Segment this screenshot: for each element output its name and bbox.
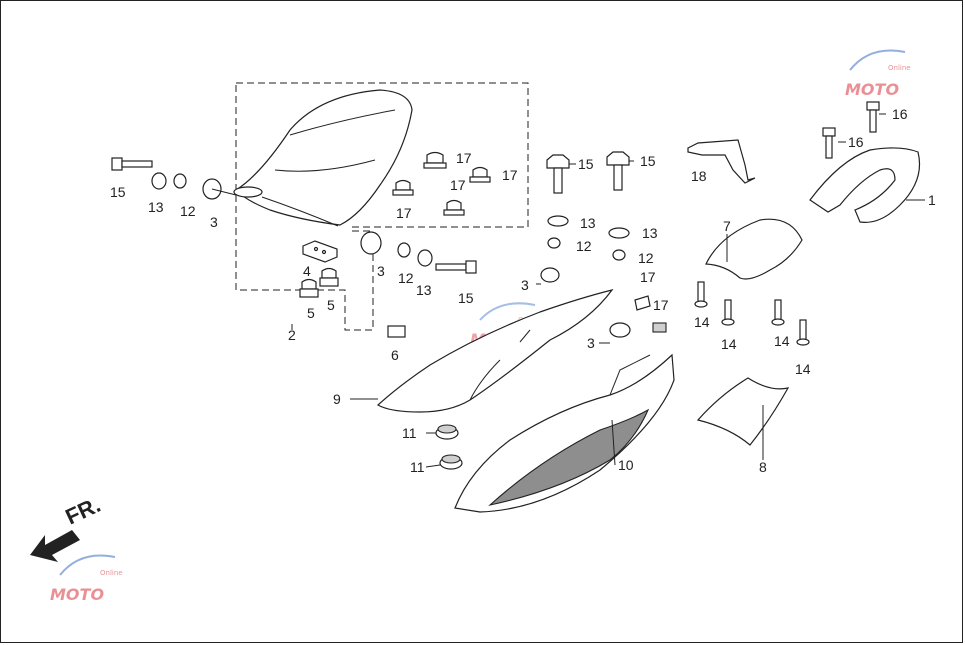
callout-17: 17	[450, 177, 466, 193]
callout-14: 14	[774, 333, 790, 349]
callout-3: 3	[210, 214, 218, 230]
callout-8: 8	[759, 459, 767, 475]
bracket-18	[687, 139, 756, 184]
callout-16: 16	[892, 106, 908, 122]
callout-4: 4	[303, 263, 311, 279]
callout-5: 5	[327, 297, 335, 313]
callout-17: 17	[653, 297, 669, 313]
callout-11: 11	[410, 459, 425, 475]
callout-1: 1	[928, 192, 936, 208]
watermark-text: MOTO	[845, 80, 899, 99]
callout-17: 17	[396, 205, 412, 221]
callout-6: 6	[391, 347, 399, 363]
callout-3: 3	[377, 263, 385, 279]
callout-5: 5	[307, 305, 315, 321]
front-direction-arrow: FR.	[30, 492, 104, 562]
callout-16: 16	[848, 134, 864, 150]
inner-cover-9	[376, 289, 614, 413]
callout-14: 14	[694, 314, 710, 330]
side-cover-10	[454, 353, 675, 513]
callout-17: 17	[456, 150, 472, 166]
callout-13: 13	[148, 199, 164, 215]
watermark-text: MOTO	[50, 585, 104, 604]
callout-15: 15	[458, 290, 474, 306]
callout-15: 15	[578, 156, 594, 172]
callout-2: 2	[288, 327, 296, 343]
grab-rail-1	[809, 147, 921, 223]
leader-lines	[291, 113, 925, 468]
callout-9: 9	[333, 391, 341, 407]
callout-3: 3	[521, 277, 529, 293]
callout-17: 17	[502, 167, 518, 183]
watermark-bottom-left: MOTO Online	[50, 554, 123, 604]
callout-12: 12	[638, 250, 654, 266]
rear-fender-7	[705, 218, 803, 280]
callout-15: 15	[110, 184, 126, 200]
callout-13: 13	[580, 215, 596, 231]
callout-3: 3	[587, 335, 595, 351]
grommets-11	[435, 424, 463, 470]
callout-15: 15	[640, 153, 656, 169]
right-bolt-set	[360, 231, 477, 274]
bolts-16	[822, 101, 880, 159]
callout-12: 12	[398, 270, 414, 286]
seat-bracket-4	[302, 240, 338, 263]
callout-7: 7	[723, 218, 731, 234]
callout-11: 11	[402, 425, 417, 441]
callout-13: 13	[416, 282, 432, 298]
rubber-bumpers-17	[392, 151, 491, 216]
clips-17-center	[634, 295, 667, 333]
center-bolt-stack-left	[540, 154, 570, 283]
callout-labels: 1 2 3 3 3 3 4 5 5 6 7 8 9 10 11 11 12 12…	[110, 106, 936, 475]
rear-panel-8	[696, 377, 790, 446]
callout-12: 12	[576, 238, 592, 254]
callout-13: 13	[642, 225, 658, 241]
callout-12: 12	[180, 203, 196, 219]
clip-6	[387, 325, 406, 338]
left-bolt-set	[111, 157, 237, 200]
screws-14	[694, 281, 810, 346]
seat-part	[233, 89, 413, 227]
watermark-subtext: Online	[888, 64, 911, 72]
front-label: FR.	[62, 492, 105, 530]
watermark-subtext: Online	[100, 569, 123, 577]
callout-14: 14	[721, 336, 737, 352]
callout-18: 18	[691, 168, 707, 184]
center-bolt-stack-right	[606, 151, 631, 338]
watermark-top-right: MOTO Online	[845, 49, 911, 99]
rubber-pads-5	[299, 267, 339, 298]
callout-14: 14	[795, 361, 811, 377]
callout-17: 17	[640, 269, 656, 285]
callout-10: 10	[618, 457, 634, 473]
